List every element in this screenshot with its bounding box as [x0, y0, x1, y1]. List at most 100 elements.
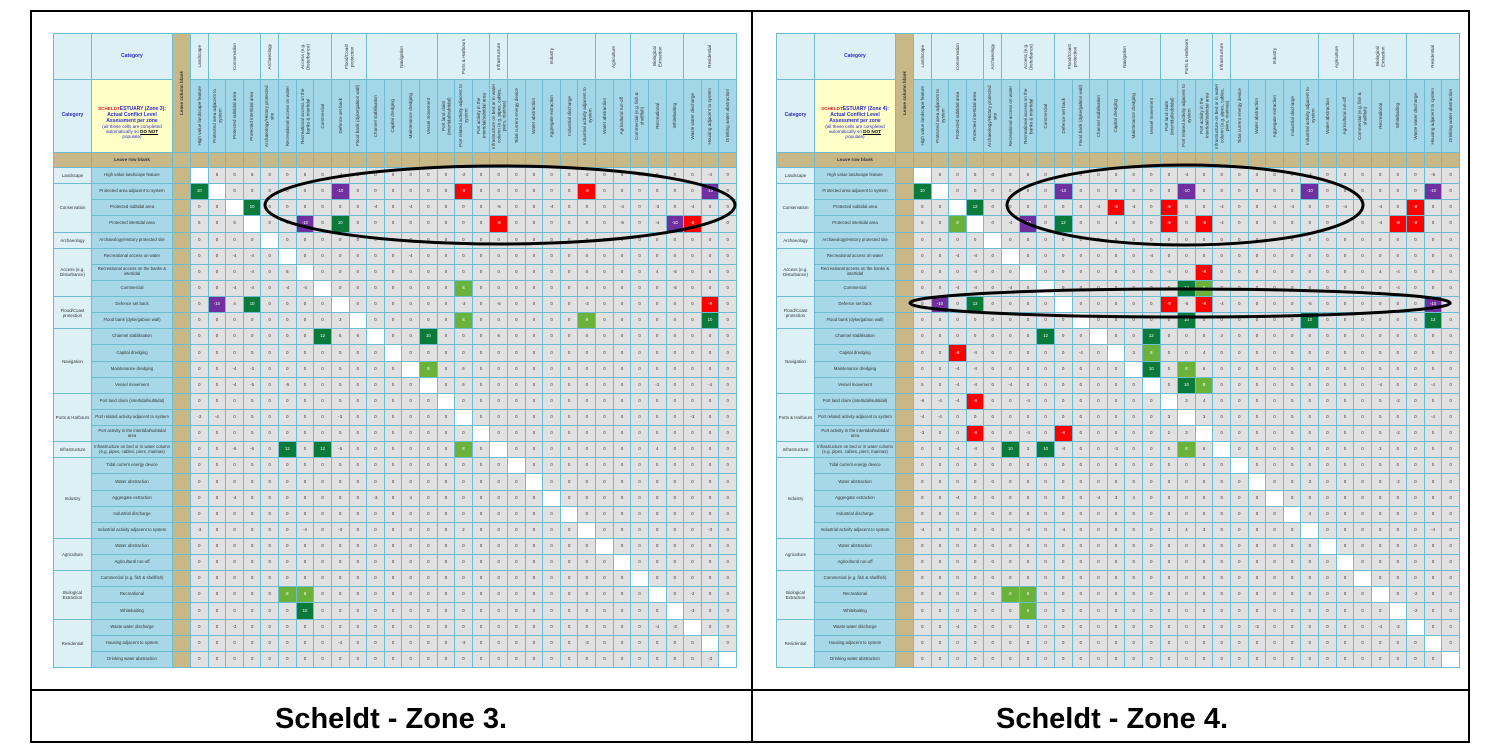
matrix-cell: 0: [1037, 651, 1054, 667]
matrix-cell: 0: [966, 458, 984, 474]
diagonal-cell: [984, 232, 1002, 248]
matrix-cell: 0: [1248, 490, 1266, 506]
matrix-cell: 0: [631, 490, 648, 506]
matrix-cell: 0: [631, 297, 648, 313]
matrix-cell: 0: [1266, 426, 1283, 442]
matrix-cell: 0: [490, 651, 508, 667]
matrix-cell: 0: [1142, 393, 1160, 409]
row-activity-text: Maintenance dredging: [110, 365, 154, 371]
matrix-cell: 0: [349, 200, 367, 216]
matrix-cell: 0: [419, 442, 437, 458]
matrix-cell: -4: [613, 200, 631, 216]
matrix-cell: 0: [279, 361, 296, 377]
matrix-cell: 0: [296, 248, 314, 264]
matrix-cell: 0: [191, 619, 208, 635]
matrix-cell: 0: [419, 313, 437, 329]
matrix-cell: 0: [1002, 232, 1019, 248]
matrix-cell: 0: [666, 313, 684, 329]
matrix-cell: 0: [596, 506, 613, 522]
matrix-cell: 0: [525, 442, 543, 458]
matrix-cell: 0: [1002, 619, 1019, 635]
matrix-cell: 0: [1142, 506, 1160, 522]
matrix-cell: 0: [613, 571, 631, 587]
matrix-cell: 0: [331, 280, 349, 297]
matrix-cell: 0: [191, 587, 208, 603]
matrix-cell: 0: [1442, 361, 1459, 377]
matrix-cell: 0: [1407, 474, 1424, 490]
note-end: populate): [122, 134, 142, 139]
matrix-cell: 0: [1354, 490, 1371, 506]
matrix-cell: 0: [1178, 216, 1195, 232]
matrix-cell: 0: [1248, 377, 1266, 393]
matrix-cell: -8: [1195, 216, 1213, 232]
matrix-cell: 0: [525, 506, 543, 522]
matrix-cell: 0: [1389, 329, 1407, 345]
matrix-cell: 0: [191, 474, 208, 490]
matrix-cell: 0: [648, 522, 666, 538]
matrix-cell: -8: [1054, 426, 1072, 442]
matrix-cell: 0: [1125, 329, 1142, 345]
blank-row-cell: [208, 153, 226, 167]
matrix-cell: 0: [472, 377, 490, 393]
row-category-label: Flood/Coast protection: [54, 297, 91, 329]
matrix-cell: 3: [1301, 474, 1319, 490]
matrix-cell: -8: [684, 216, 701, 232]
matrix-cell: -2: [1407, 603, 1424, 619]
column-activity-label: Port land claim (intertidal/subtidal): [440, 97, 451, 135]
matrix-cell: 0: [367, 571, 384, 587]
zone-3-caption: Scheldt - Zone 3.: [274, 703, 508, 735]
matrix-cell: 0: [1283, 168, 1301, 184]
matrix-cell: 0: [525, 216, 543, 232]
matrix-cell: -8: [1160, 216, 1178, 232]
matrix-cell: -3: [331, 522, 349, 538]
matrix-cell: 0: [1283, 248, 1301, 264]
matrix-cell: 0: [1424, 393, 1442, 409]
row-category-label: Agriculture: [777, 538, 814, 571]
matrix-cell: 0: [701, 474, 719, 490]
row-activity-text: Protected intertidal area: [832, 220, 878, 226]
column-group-label: Landscape: [196, 45, 202, 68]
matrix-cell: 0: [314, 313, 331, 329]
diagonal-cell: [243, 216, 261, 232]
matrix-cell: 0: [1072, 377, 1090, 393]
matrix-cell: 0: [279, 393, 296, 409]
matrix-cell: -8: [966, 426, 984, 442]
matrix-cell: 0: [384, 184, 402, 200]
column-activity-label: Commercial: [319, 103, 325, 129]
column-activity-header: Port activity in the intertidal/subtidal…: [472, 80, 490, 152]
row-category-text: Conservation: [782, 205, 809, 211]
matrix-cell: 0: [279, 232, 296, 248]
matrix-cell: 0: [966, 490, 984, 506]
diagonal-cell: [1248, 474, 1266, 490]
matrix-cell: 0: [296, 555, 314, 571]
matrix-cell: 0: [719, 345, 736, 361]
diagonal-cell: [1178, 409, 1195, 426]
matrix-cell: 0: [1072, 458, 1090, 474]
matrix-cell: -4: [226, 377, 243, 393]
matrix-cell: 0: [931, 313, 949, 329]
matrix-cell: 0: [631, 200, 648, 216]
matrix-cell: 0: [437, 555, 455, 571]
matrix-cell: 0: [1002, 361, 1019, 377]
matrix-cell: 0: [367, 555, 384, 571]
diagonal-cell: [191, 168, 208, 184]
matrix-cell: 0: [684, 538, 701, 555]
matrix-cell: 0: [402, 377, 419, 393]
column-activity-label: Recreational: [1377, 103, 1383, 129]
matrix-cell: 0: [384, 377, 402, 393]
blank-column-cell: [896, 232, 913, 248]
matrix-cell: 0: [1107, 458, 1125, 474]
blank-row-cell: [490, 153, 508, 167]
matrix-cell: 0: [472, 345, 490, 361]
column-group-label: Access (e.g. Disturbance): [1022, 43, 1033, 70]
matrix-cell: 0: [402, 651, 419, 667]
matrix-cell: 0: [1266, 361, 1283, 377]
matrix-cell: 0: [613, 280, 631, 297]
matrix-cell: 0: [208, 506, 226, 522]
matrix-cell: 0: [560, 619, 578, 635]
column-activity-header: High value landscape feature: [191, 80, 208, 152]
matrix-cell: 0: [1389, 200, 1407, 216]
matrix-cell: 0: [1354, 522, 1371, 538]
matrix-cell: -4: [1336, 216, 1354, 232]
matrix-cell: 0: [525, 248, 543, 264]
